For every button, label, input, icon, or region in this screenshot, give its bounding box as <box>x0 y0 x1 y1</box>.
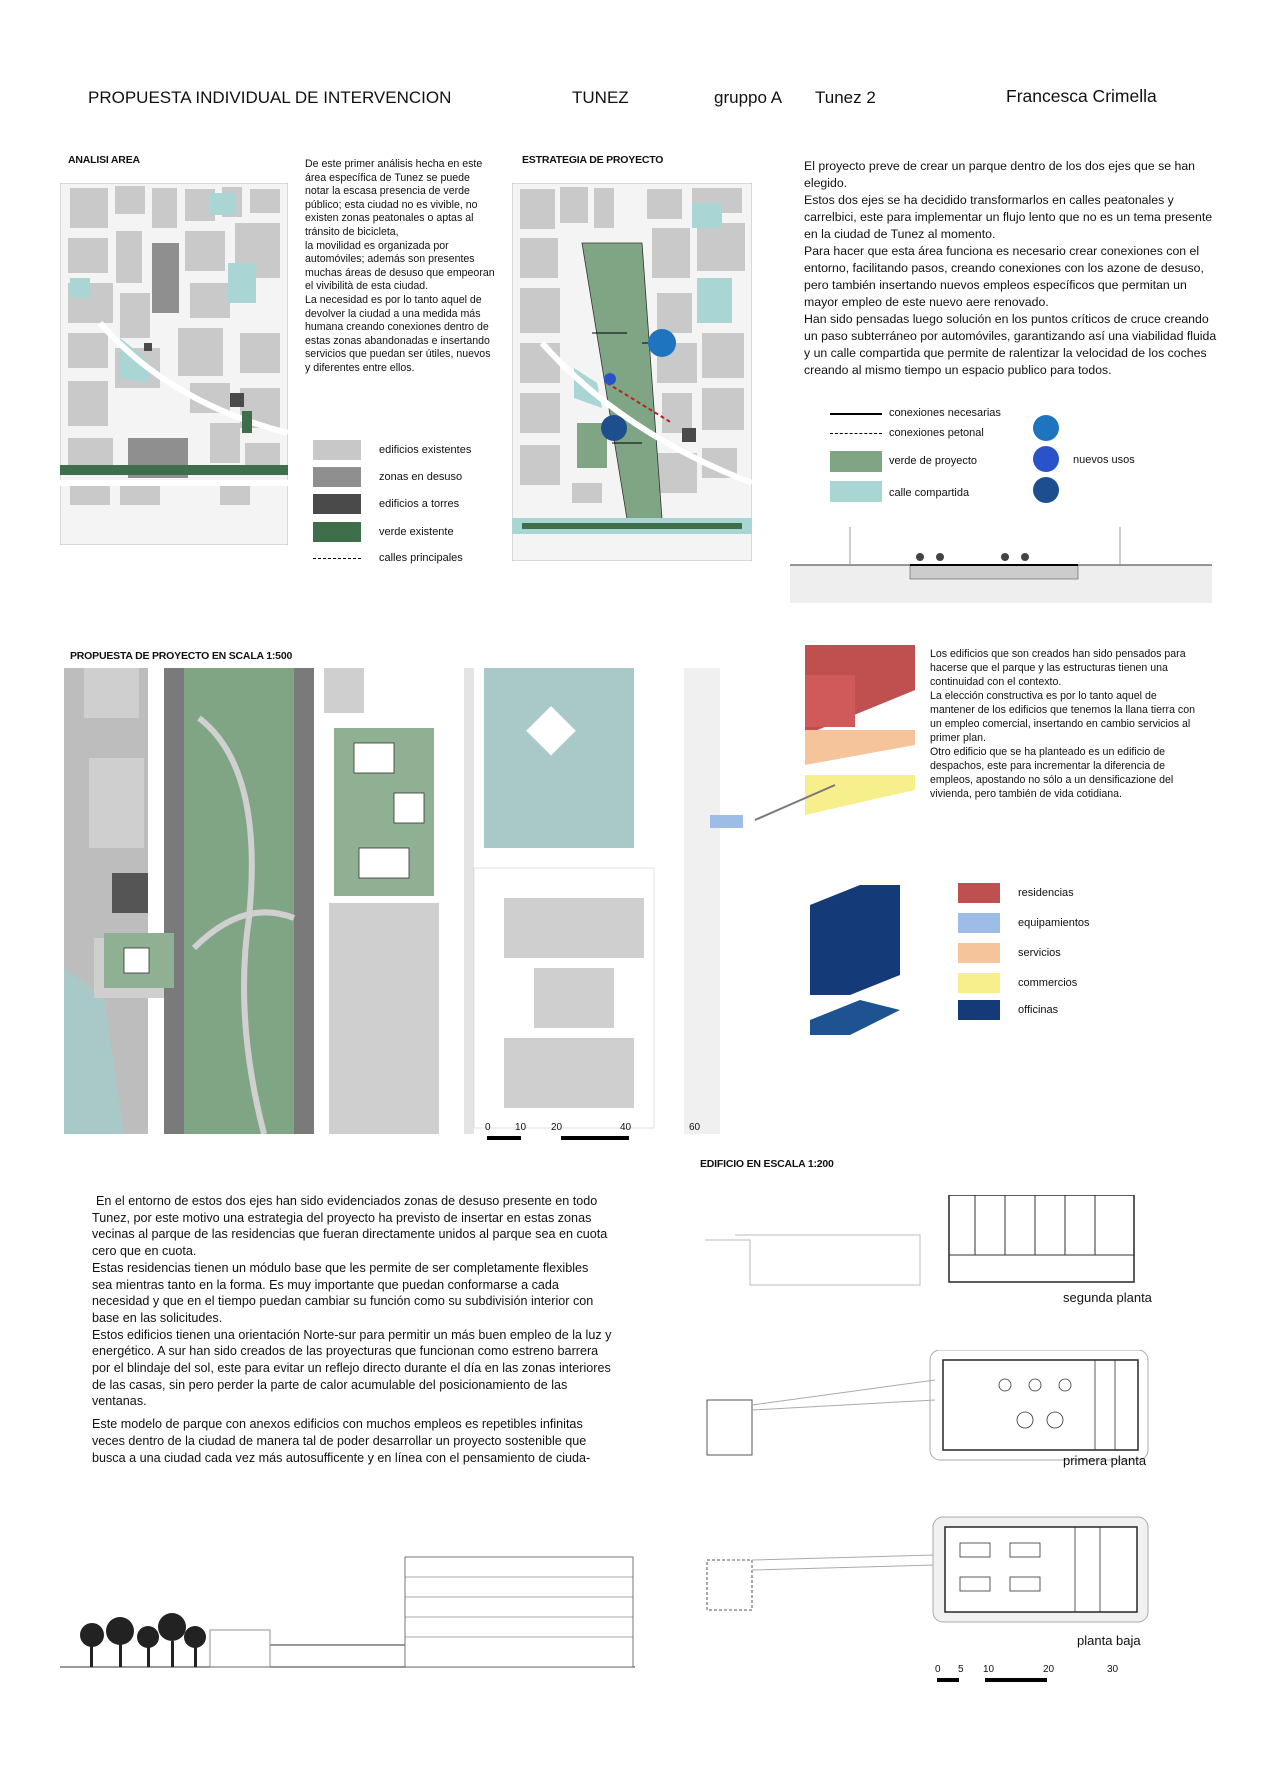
legend-row: equipamientos <box>958 913 1090 933</box>
descripcion-text: En el entorno de estos dos ejes han sido… <box>92 1194 612 1465</box>
legend-row: zonas en desuso <box>313 467 462 487</box>
estrategia-heading: ESTRATEGIA DE PROYECTO <box>522 154 664 166</box>
plan-baja <box>706 1516 1149 1623</box>
edificio-scale: 0 5 10 20 30 <box>933 1664 1143 1688</box>
office-block <box>810 885 900 1035</box>
legend-row: servicios <box>958 943 1061 963</box>
estrategia-map <box>512 183 752 561</box>
propuesta-scale: 0 10 20 40 60 <box>483 1122 703 1146</box>
city-label: TUNEZ <box>572 88 629 107</box>
axonometric-blocks <box>710 645 915 828</box>
author-label: Francesca Crimella <box>1006 86 1157 106</box>
plan-primera <box>706 1350 1149 1461</box>
estrategia-text: El proyecto preve de crear un parque den… <box>804 159 1217 377</box>
analisis-text: De este primer análisis hecha en este ár… <box>305 158 495 374</box>
edificio-heading: EDIFICIO EN ESCALA 1:200 <box>700 1158 834 1170</box>
legend-row: residencias <box>958 883 1074 903</box>
page-title: PROPUESTA INDIVIDUAL DE INTERVENCION <box>88 88 452 107</box>
section-street <box>790 527 1212 603</box>
legend-row: officinas <box>958 1000 1058 1020</box>
plan-label-segunda: segunda planta <box>1063 1290 1152 1305</box>
propuesta-text: Los edificios que son creados han sido p… <box>930 648 1195 800</box>
analisis-heading: ANALISI AREA <box>68 154 140 166</box>
legend-row: commercios <box>958 973 1077 993</box>
analisis-map <box>60 183 288 545</box>
project-label: Tunez 2 <box>815 88 876 107</box>
plan-label-baja: planta baja <box>1077 1633 1141 1648</box>
plan-segunda <box>705 1195 1135 1286</box>
legend-row: calles principales <box>313 552 463 564</box>
plan-label-primera: primera planta <box>1063 1453 1147 1468</box>
group-label: gruppo A <box>714 88 783 107</box>
legend-row: verde existente <box>313 522 454 542</box>
propuesta-heading: PROPUESTA DE PROYECTO EN SCALA 1:500 <box>70 650 293 662</box>
propuesta-plan <box>64 668 720 1134</box>
legend-row: edificios a torres <box>313 494 459 514</box>
legend-row: edificios existentes <box>313 440 471 460</box>
section-drawing <box>60 1556 635 1668</box>
